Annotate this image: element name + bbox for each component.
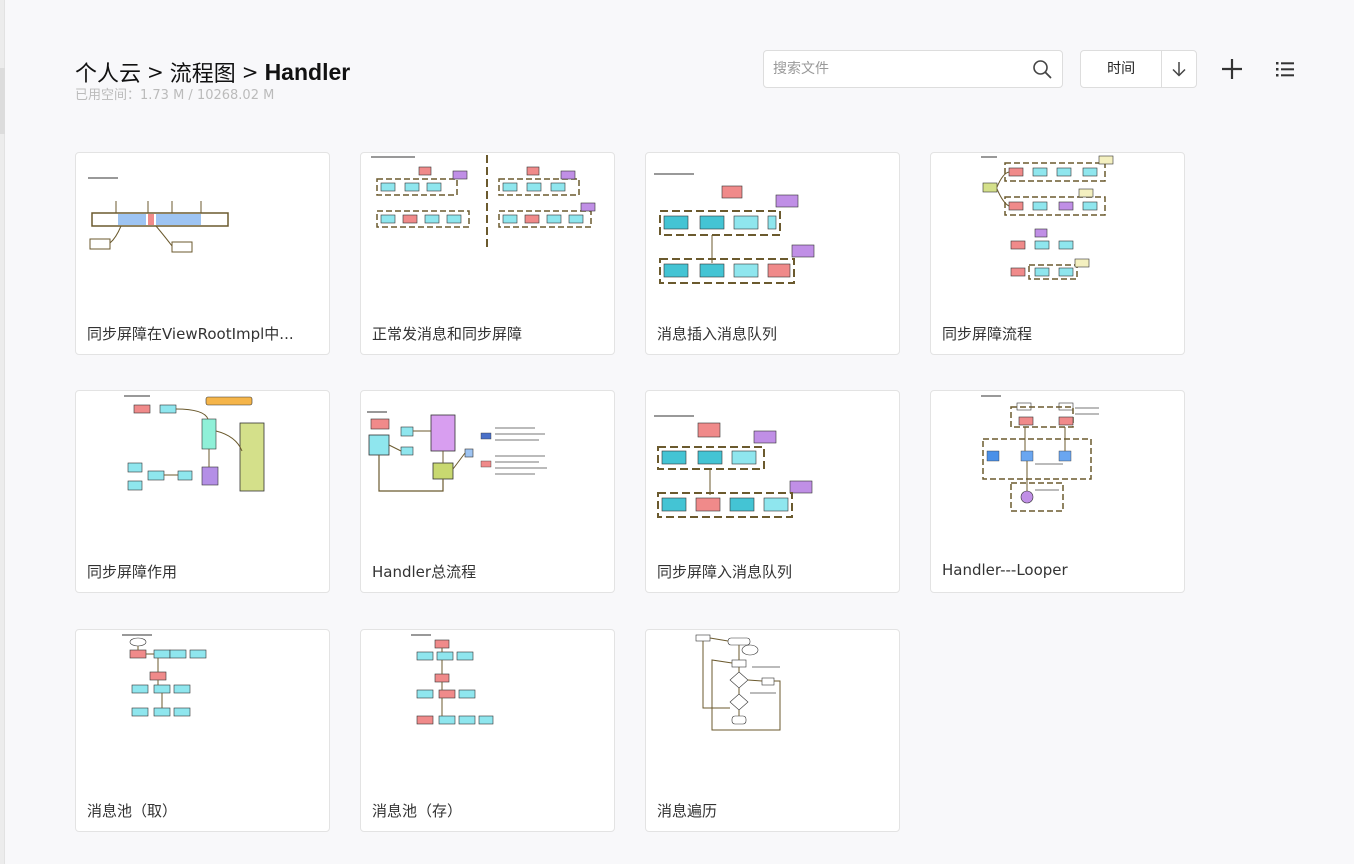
flowchart-thumbnail [654,173,815,284]
search-icon[interactable] [1032,59,1052,79]
storage-usage: 已用空间：1.73 M / 10268.02 M [75,88,275,103]
file-card[interactable]: 同步屏障在ViewRootImpl中... [75,152,330,355]
file-card[interactable]: Handler总流程 [360,390,615,593]
flowchart-thumbnail [411,634,494,725]
sort-control: 时间 [1080,50,1197,88]
flowchart-thumbnail [124,395,265,492]
flowchart-thumbnail [367,411,547,492]
file-card[interactable]: 消息池（存） [360,629,615,832]
file-title: 同步屏障入消息队列 [657,563,793,581]
sort-direction-button[interactable] [1162,51,1196,87]
file-title: Handler---Looper [942,561,1068,579]
arrow-down-icon [1172,62,1186,77]
add-button[interactable] [1219,56,1245,82]
plus-icon [1222,59,1242,79]
file-card[interactable]: 同步屏障流程 [930,152,1185,355]
breadcrumb-folder[interactable]: 流程图 [169,62,236,87]
breadcrumb-current: Handler [264,58,351,85]
flowchart-thumbnail [981,155,1114,280]
breadcrumb-separator: > [241,60,259,84]
sort-field-button[interactable]: 时间 [1081,51,1163,87]
file-card[interactable]: Handler---Looper [930,390,1185,593]
file-title: 消息遍历 [657,802,718,820]
file-card[interactable]: 同步屏障入消息队列 [645,390,900,593]
breadcrumb-root[interactable]: 个人云 [75,62,142,87]
search-input[interactable] [764,51,1024,87]
file-card[interactable]: 消息插入消息队列 [645,152,900,355]
flowchart-thumbnail [654,415,813,518]
file-title: 同步屏障在ViewRootImpl中... [87,325,294,343]
panel-collapse-handle[interactable] [0,68,5,134]
list-view-icon [1276,62,1294,77]
file-card[interactable]: 同步屏障作用 [75,390,330,593]
file-title: 消息池（存） [372,802,463,820]
flowchart-thumbnail [981,395,1099,512]
file-card[interactable]: 正常发消息和同步屏障 [360,152,615,355]
left-panel-edge [0,0,5,864]
file-title: 消息插入消息队列 [657,325,778,343]
flowchart-thumbnail [695,634,781,731]
file-title: 正常发消息和同步屏障 [372,325,523,343]
flowchart-thumbnail [371,155,596,248]
file-title: Handler总流程 [372,563,477,581]
file-title: 同步屏障作用 [87,563,178,581]
search-box [763,50,1063,88]
file-card[interactable]: 消息遍历 [645,629,900,832]
file-card[interactable]: 消息池（取） [75,629,330,832]
breadcrumb: 个人云 > 流程图 > Handler [75,56,350,88]
file-title: 消息池（取） [87,802,178,820]
flowchart-thumbnail [88,177,229,253]
breadcrumb-separator: > [147,60,164,84]
flowchart-thumbnail [122,634,207,717]
view-toggle-button[interactable] [1272,56,1298,82]
file-title: 同步屏障流程 [942,325,1033,343]
